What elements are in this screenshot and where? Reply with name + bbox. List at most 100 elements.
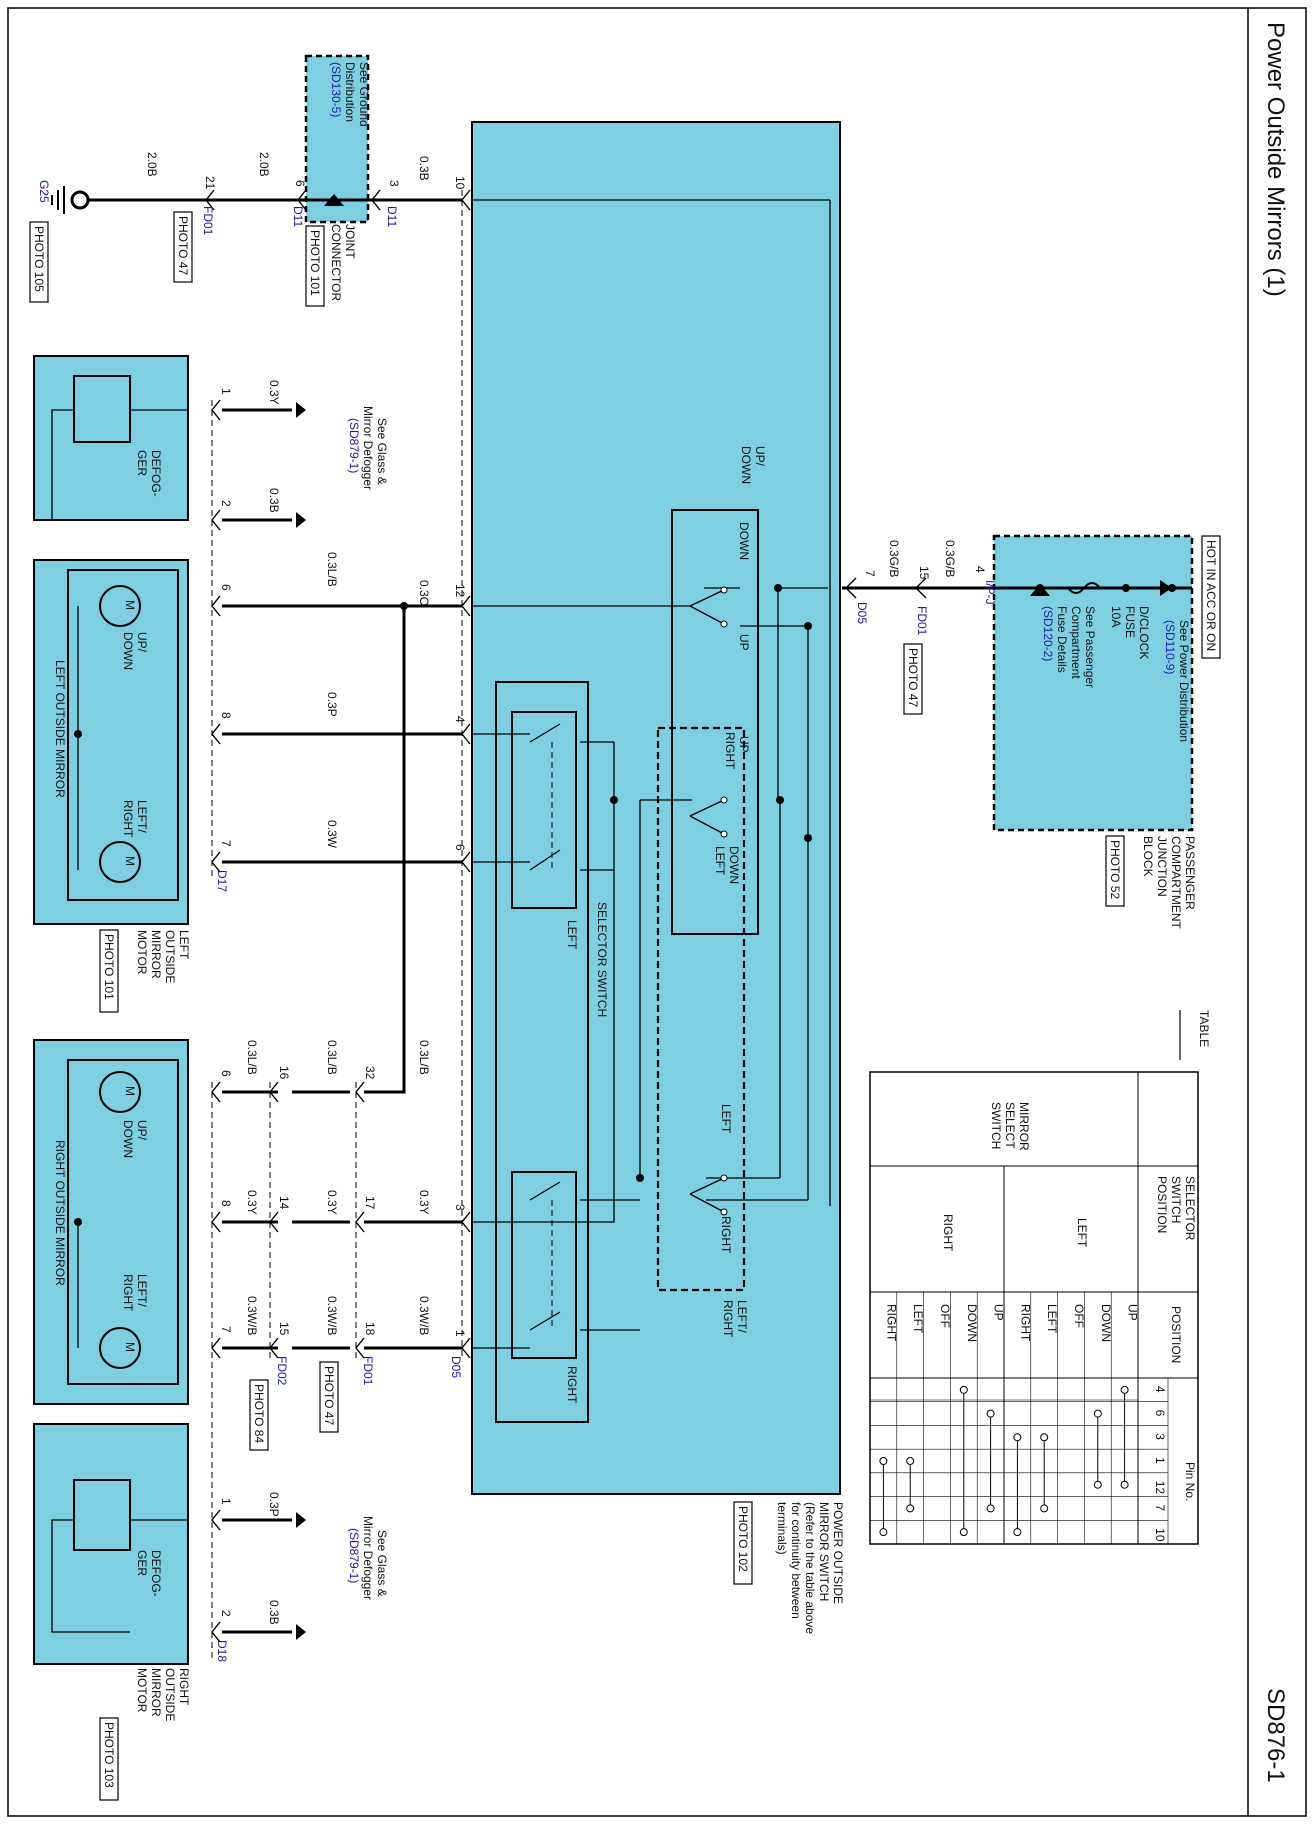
photo-101: PHOTO 101 <box>308 230 322 296</box>
switch-name-1: POWER OUTSIDE <box>831 1502 845 1604</box>
pin-8: 8 <box>219 712 233 719</box>
hot-label: HOT IN ACC OR ON <box>1204 540 1218 651</box>
fuse-name: D/CLOCK <box>1137 606 1151 659</box>
updown-group-2: DOWN <box>739 446 753 484</box>
photo-47: PHOTO 47 <box>906 648 920 707</box>
motor-label: M <box>123 1086 137 1096</box>
continuity-terminal <box>879 1528 888 1537</box>
internal-sel-left <box>530 742 615 1223</box>
position-label: OFF <box>1072 1304 1086 1328</box>
down-left-2: LEFT <box>713 846 727 876</box>
left-defogger-box <box>33 355 189 521</box>
connector-d18: D18 <box>215 1640 229 1662</box>
ref-glass-1: See Glass & <box>375 418 389 485</box>
updown-1: UP/ <box>135 632 149 653</box>
motor-label: M <box>123 600 137 610</box>
continuity-terminal <box>959 1528 968 1537</box>
continuity-terminal <box>1093 1480 1102 1489</box>
continuity-terminal <box>906 1504 915 1513</box>
pin-21: 21 <box>203 176 217 190</box>
pin-16: 16 <box>277 1066 291 1080</box>
wire-0.3G/B: 0.3G/B <box>943 540 957 577</box>
photo-52: PHOTO 52 <box>1108 840 1122 899</box>
internal-sel-taps-r <box>580 1199 640 1331</box>
up-right-1: UP <box>737 736 751 753</box>
left-mirror-inner <box>67 569 179 901</box>
leftright-group-1: LEFT/ <box>735 1300 749 1333</box>
photo-47-box <box>903 643 923 715</box>
pin-15: 15 <box>277 1322 291 1336</box>
ref-glass-2: Mirror Defogger <box>361 1516 375 1600</box>
pin-1: 1 <box>453 1330 467 1337</box>
switch-contact <box>529 586 728 1331</box>
pin-18: 18 <box>363 1322 377 1336</box>
pin-1: 1 <box>219 1498 233 1505</box>
selector-switch: SELECTOR SWITCH <box>595 902 609 1017</box>
pin-7: 7 <box>219 1326 233 1333</box>
right-defogger-leads <box>51 1519 188 1633</box>
right-mirror-inner <box>67 1059 179 1385</box>
col-selector-1: SELECTOR <box>1183 1176 1197 1241</box>
motor-name-4: MOTOR <box>135 1668 149 1713</box>
photo-47: PHOTO 47 <box>322 1366 336 1425</box>
wire-2.0B: 2.0B <box>145 152 159 177</box>
sheet-border <box>7 7 1307 1817</box>
wire-0.3W/B: 0.3W/B <box>417 1296 431 1335</box>
photo-101-box <box>99 929 119 1013</box>
internal-lr-contacts <box>706 1177 808 1201</box>
pin-6: 6 <box>219 1070 233 1077</box>
defogger-label-2: GER <box>135 450 149 476</box>
switch-name-4: for continuity between <box>789 1502 803 1619</box>
ground-ref-1: See Ground <box>357 62 371 127</box>
selector-right: RIGHT <box>565 1366 579 1404</box>
position-label: OFF <box>938 1304 952 1328</box>
selector-left: LEFT <box>565 920 579 950</box>
internal-lr-bus <box>639 799 692 1178</box>
ref-fuse-1: See Passenger <box>1083 606 1097 688</box>
photo-105-box <box>29 221 49 303</box>
continuity-terminal <box>1093 1409 1102 1418</box>
pin-number: 6 <box>1153 1410 1167 1417</box>
pin-15: 15 <box>917 566 931 580</box>
col-selector-2: SWITCH <box>1169 1176 1183 1223</box>
photo-103-box <box>99 1717 119 1801</box>
col-mirror-1: MIRROR <box>1017 1102 1031 1151</box>
right-defogger-element <box>73 1479 131 1551</box>
position-label: UP <box>992 1304 1006 1321</box>
position-label: RIGHT <box>884 1304 898 1342</box>
pin-number: 7 <box>1153 1504 1167 1511</box>
ref-power-link: (SD110-9) <box>1163 620 1177 674</box>
internal-sel-out-r <box>472 1221 530 1349</box>
pin-number: 12 <box>1153 1481 1167 1495</box>
wire-0.3Y: 0.3Y <box>267 380 281 405</box>
page-code: SD876-1 <box>1262 1688 1289 1783</box>
joint-2: CONNECTOR <box>329 224 343 301</box>
motor-name-3: MIRROR <box>149 930 163 979</box>
left-defogger-leads <box>51 409 188 521</box>
ref-glass-1: See Glass & <box>375 1530 389 1597</box>
block-name-3: JUNCTION <box>1155 836 1169 897</box>
continuity-terminal <box>986 1504 995 1513</box>
defogger-label-2: GER <box>135 1550 149 1576</box>
ref-glass-2: Mirror Defogger <box>361 406 375 490</box>
pin-number: 3 <box>1153 1433 1167 1440</box>
pin-2: 2 <box>219 500 233 507</box>
group-left: LEFT <box>1075 1218 1089 1248</box>
position-label: LEFT <box>1045 1304 1059 1334</box>
selector-left-frame <box>511 711 577 909</box>
connector-d17: D17 <box>215 870 229 892</box>
wire-0.3W/B: 0.3W/B <box>325 1296 339 1335</box>
ground-ref-link: (SD130-5) <box>329 62 343 117</box>
wire-0.3L/B: 0.3L/B <box>245 1040 259 1075</box>
photo-52-box <box>1105 835 1125 907</box>
switch-name-5: terminals) <box>775 1502 789 1555</box>
switch-up: UP <box>737 634 751 651</box>
continuity-terminal <box>1040 1433 1049 1442</box>
selector-switch-frame <box>495 681 589 1423</box>
updown-2: DOWN <box>121 1120 135 1158</box>
pin-6: 6 <box>453 844 467 851</box>
continuity-terminal <box>1040 1504 1049 1513</box>
wire-0.3Y: 0.3Y <box>417 1190 431 1215</box>
continuity-terminal <box>1013 1433 1022 1442</box>
connector-ipj: I/P-J <box>983 580 997 605</box>
